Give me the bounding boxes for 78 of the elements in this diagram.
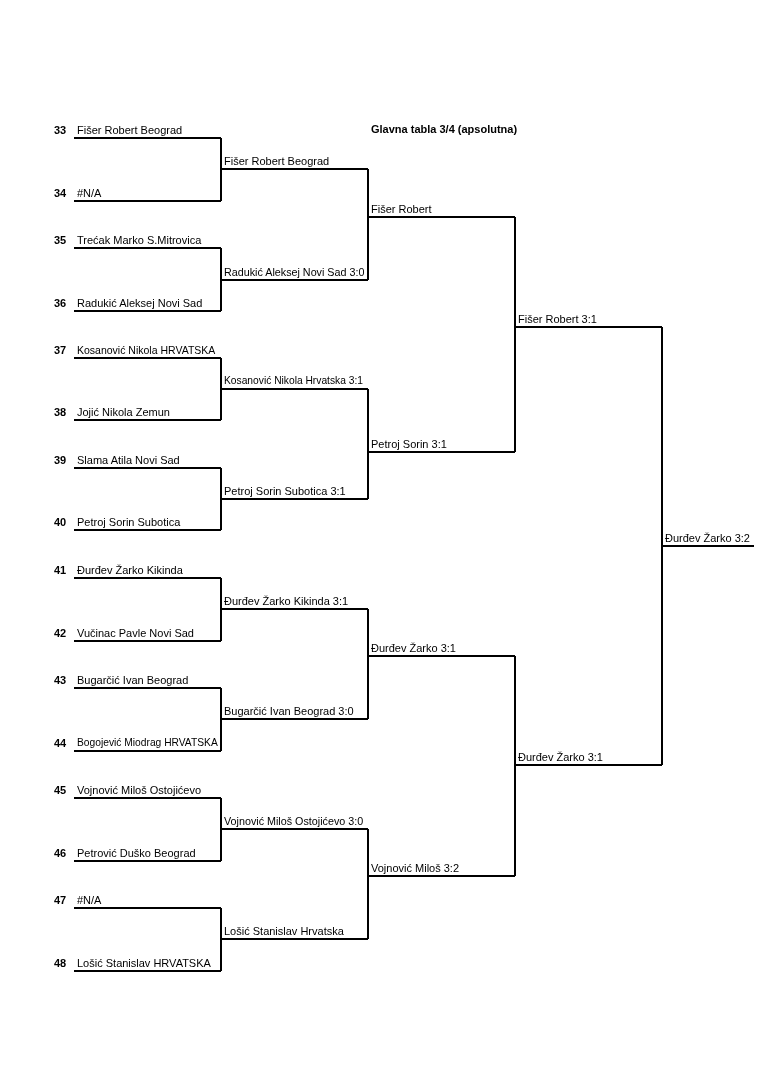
bracket-connector <box>367 875 369 940</box>
bracket-connector <box>220 907 222 940</box>
bracket-connector <box>220 687 222 720</box>
seed-number: 37 <box>54 343 67 357</box>
bracket-connector <box>220 938 222 972</box>
match-winner: Kosanović Nikola Hrvatska 3:1 <box>224 374 363 388</box>
player-name: Petroj Sorin Subotica <box>77 515 181 529</box>
seed-number: 34 <box>54 186 67 200</box>
match-winner: Vojnović Miloš 3:2 <box>371 861 460 875</box>
player-name: Lošić Stanislav HRVATSKA <box>77 956 211 970</box>
bracket-connector <box>367 608 369 657</box>
seed-number: 40 <box>54 515 67 529</box>
bracket-connector <box>220 388 222 421</box>
bracket-connector <box>367 828 369 877</box>
seed-number: 46 <box>54 846 67 860</box>
player-name: Bogojević Miodrag HRVATSKA <box>77 736 218 750</box>
player-name: Vojnović Miloš Ostojićevo <box>77 783 202 797</box>
match-winner: Vojnović Miloš Ostojićevo 3:0 <box>224 814 364 828</box>
seed-number: 33 <box>54 123 67 137</box>
bracket-connector <box>220 357 222 390</box>
bracket-connector <box>220 467 222 500</box>
player-name: Fišer Robert Beograd <box>77 123 183 137</box>
player-name: #N/A <box>77 186 102 200</box>
match-winner: Đurđev Žarko Kikinda 3:1 <box>224 594 349 608</box>
bracket-connector <box>367 168 369 218</box>
seed-number: 45 <box>54 783 67 797</box>
match-winner: Đurđev Žarko 3:1 <box>518 750 603 764</box>
bracket-connector <box>220 828 222 862</box>
bracket-connector <box>220 498 222 531</box>
bracket-connector <box>367 216 369 281</box>
bracket-connector <box>367 655 369 720</box>
match-winner: Fišer Robert 3:1 <box>518 312 597 326</box>
seed-number: 47 <box>54 893 67 907</box>
bracket-connector <box>220 577 222 610</box>
bracket-connector <box>514 326 516 453</box>
bracket-connector <box>367 388 369 453</box>
match-winner: Petroj Sorin 3:1 <box>371 437 447 451</box>
player-name: Petrović Duško Beograd <box>77 846 196 860</box>
bracket-connector <box>220 797 222 830</box>
match-winner: Đurđev Žarko 3:1 <box>371 641 456 655</box>
bracket-connector <box>514 216 516 328</box>
title: Glavna tabla 3/4 (apsolutna) <box>371 123 518 135</box>
player-name: Jojić Nikola Zemun <box>77 405 170 419</box>
bracket-connector <box>661 326 663 547</box>
match-winner: Fišer Robert <box>371 202 432 216</box>
match-winner: Petroj Sorin Subotica 3:1 <box>224 484 346 498</box>
bracket-connector <box>220 168 222 202</box>
match-winner: Đurđev Žarko 3:2 <box>665 531 750 545</box>
match-winner: Bugarčić Ivan Beograd 3:0 <box>224 704 354 718</box>
player-name: Đurđev Žarko Kikinda <box>77 563 183 577</box>
seed-number: 48 <box>54 956 67 970</box>
bracket-connector <box>367 451 369 500</box>
player-name: Slama Atila Novi Sad <box>77 453 180 467</box>
seed-number: 35 <box>54 233 67 247</box>
bracket-connector <box>220 718 222 752</box>
player-name: Bugarčić Ivan Beograd <box>77 673 189 687</box>
player-name: Kosanović Nikola HRVATSKA <box>77 343 216 357</box>
bracket-connector <box>220 137 222 170</box>
seed-number: 43 <box>54 673 67 687</box>
bracket-connector <box>220 279 222 312</box>
bracket-connector <box>661 545 663 766</box>
player-name: #N/A <box>77 893 102 907</box>
match-winner: Fišer Robert Beograd <box>224 154 330 168</box>
bracket-connector <box>514 655 516 766</box>
player-name: Radukić Aleksej Novi Sad <box>77 296 203 310</box>
seed-number: 42 <box>54 626 67 640</box>
match-winner: Lošić Stanislav Hrvatska <box>224 924 344 938</box>
bracket-connector <box>514 764 516 877</box>
seed-number: 39 <box>54 453 67 467</box>
seed-number: 36 <box>54 296 67 310</box>
bracket-connector <box>220 608 222 642</box>
seed-number: 38 <box>54 405 67 419</box>
seed-number: 41 <box>54 563 67 577</box>
match-winner: Radukić Aleksej Novi Sad 3:0 <box>224 265 365 279</box>
seed-number: 44 <box>54 736 67 750</box>
player-name: Vučinac Pavle Novi Sad <box>77 626 194 640</box>
bracket-connector <box>220 247 222 281</box>
player-name: Trećak Marko S.Mitrovica <box>77 233 202 247</box>
